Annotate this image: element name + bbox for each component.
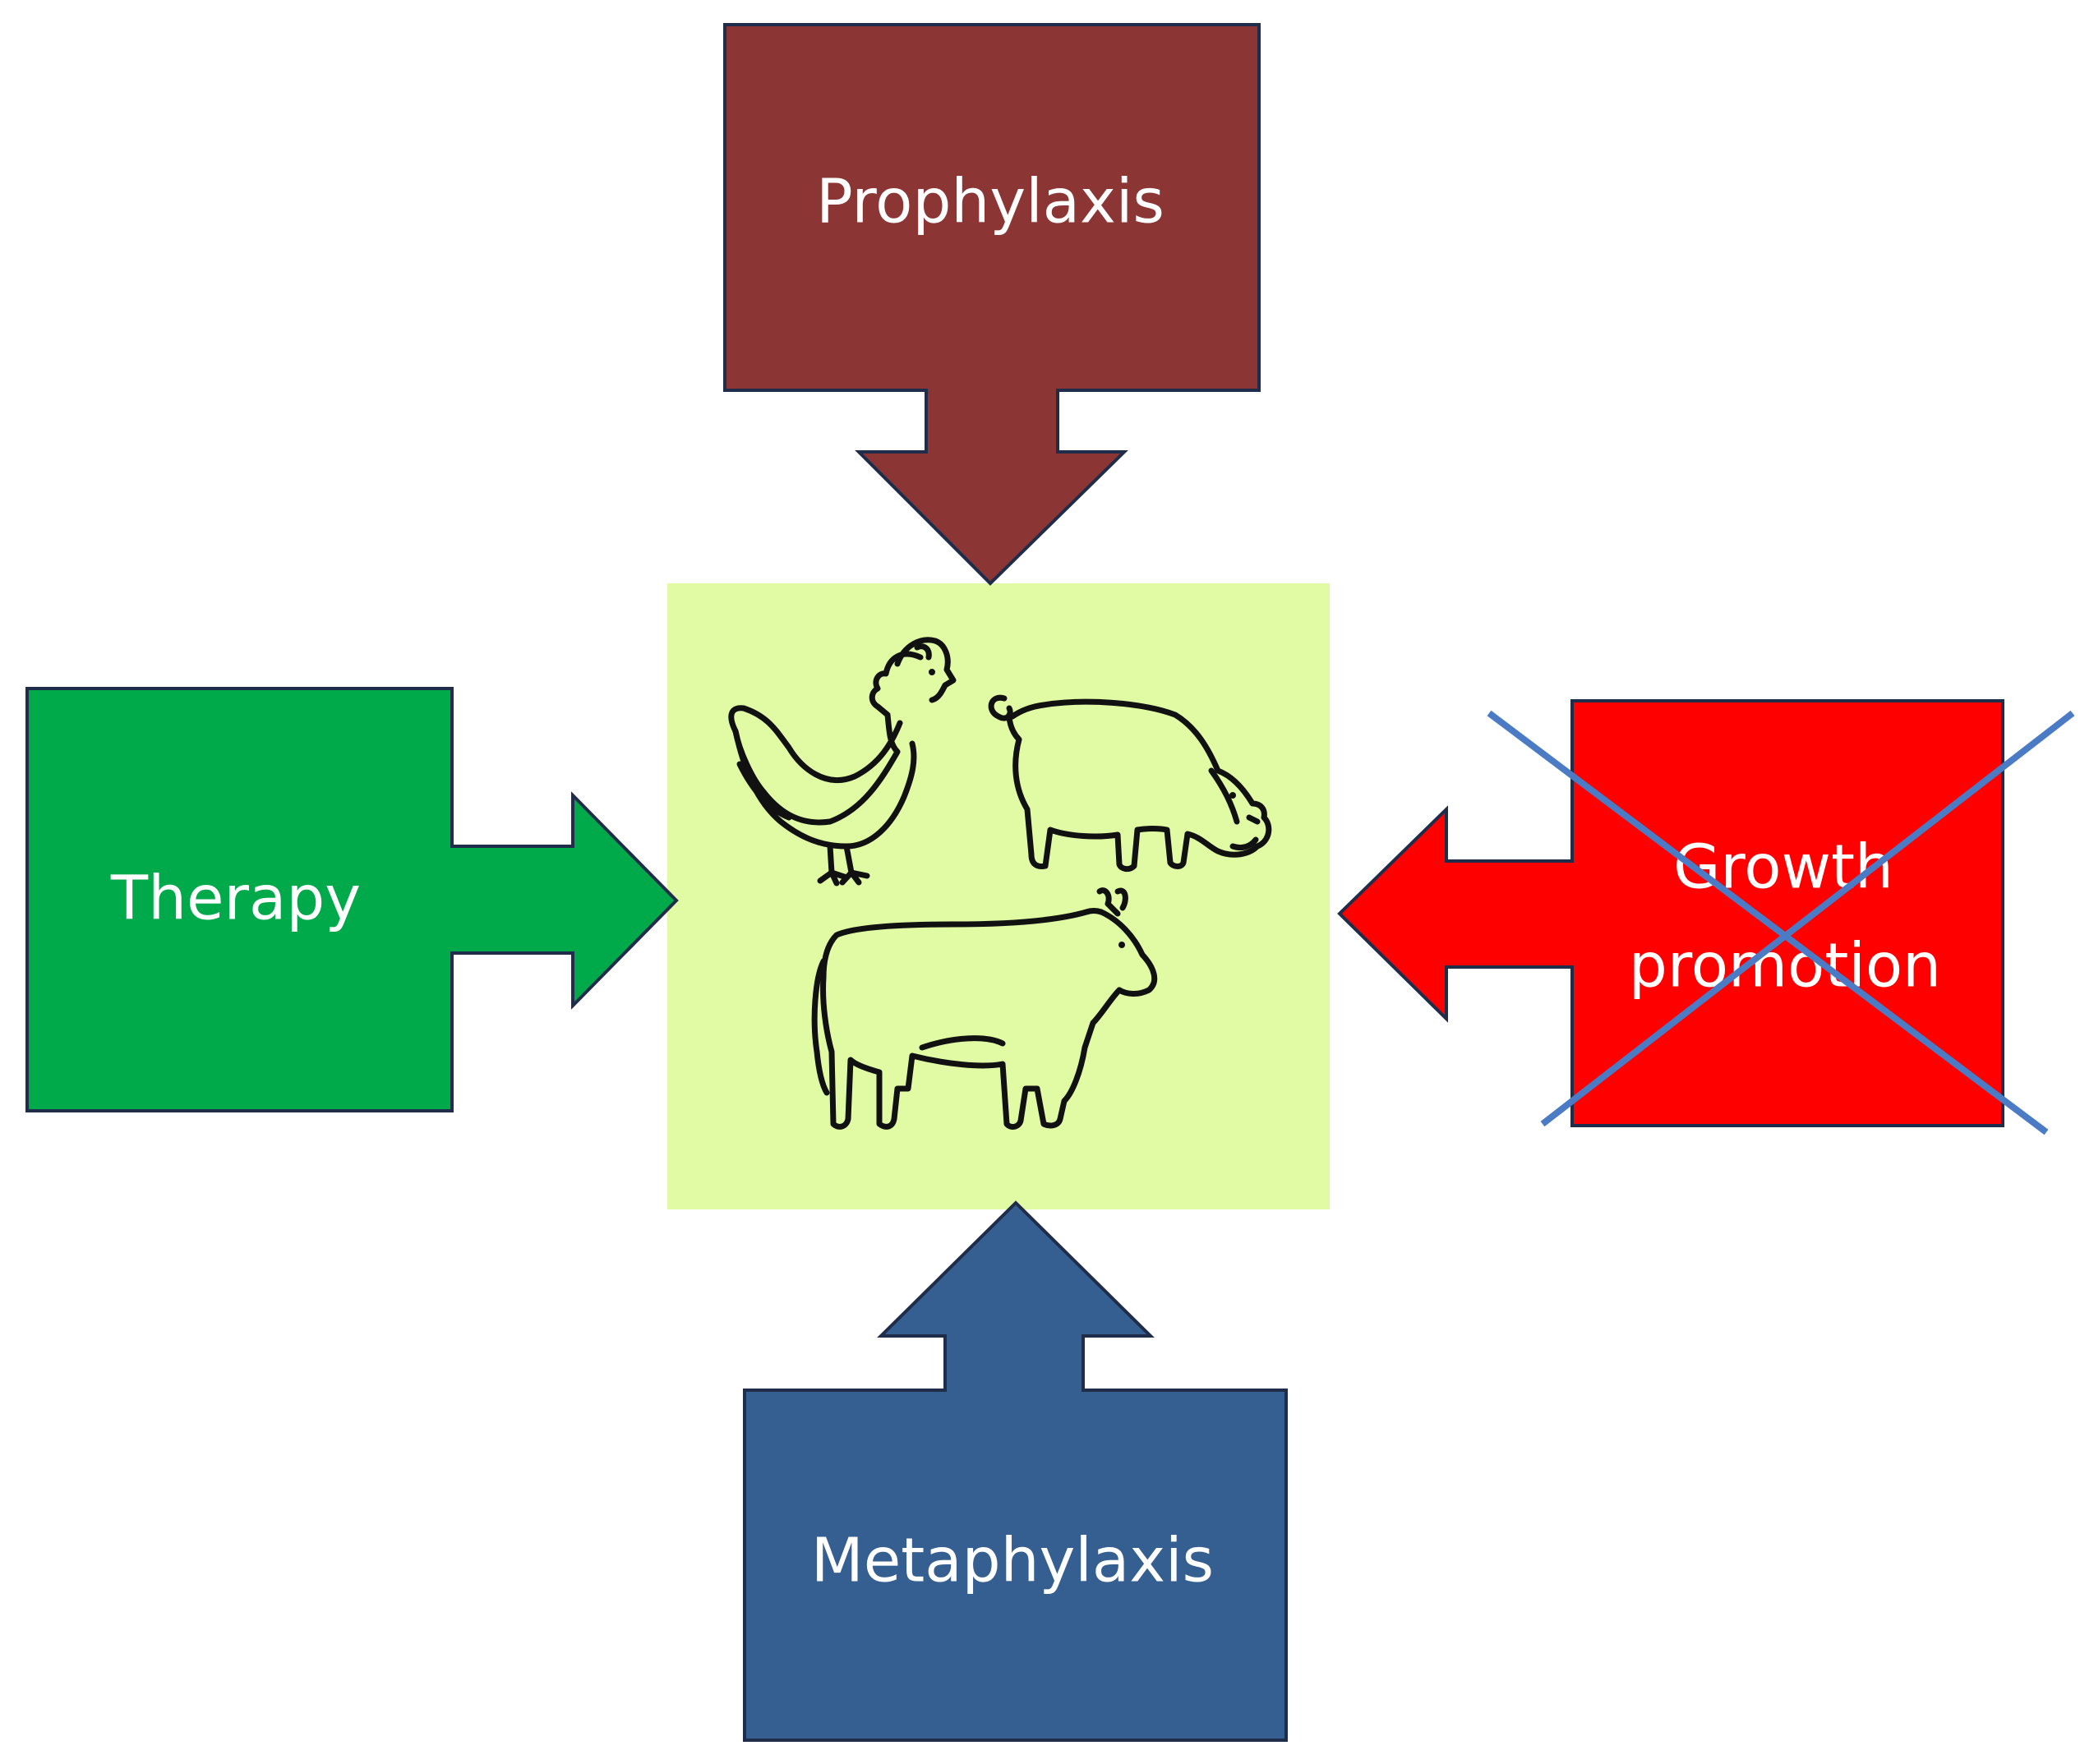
growth-promotion-arrow — [1337, 699, 2004, 1127]
growth-promotion-label-line1: Growth — [1673, 832, 1893, 903]
pig-icon — [988, 694, 1272, 873]
metaphylaxis-label: Metaphylaxis — [811, 1526, 1214, 1596]
growth-promotion-label-line2: promotion — [1629, 931, 1941, 1002]
metaphylaxis-callout: Metaphylaxis — [743, 1200, 1288, 1742]
prophylaxis-label: Prophylaxis — [816, 167, 1165, 237]
therapy-callout: Therapy — [25, 687, 679, 1112]
therapy-label: Therapy — [110, 864, 361, 934]
chicken-icon — [728, 637, 957, 887]
cow-icon — [811, 887, 1158, 1130]
prophylaxis-arrow — [723, 23, 1261, 586]
prophylaxis-callout: Prophylaxis — [723, 23, 1261, 586]
metaphylaxis-arrow — [743, 1200, 1288, 1742]
cross-out-mark — [1487, 710, 2075, 1135]
livestock-center-panel — [667, 583, 1330, 1209]
growth-promotion-callout: Growth promotion — [1337, 699, 2075, 1135]
therapy-arrow — [25, 687, 679, 1112]
